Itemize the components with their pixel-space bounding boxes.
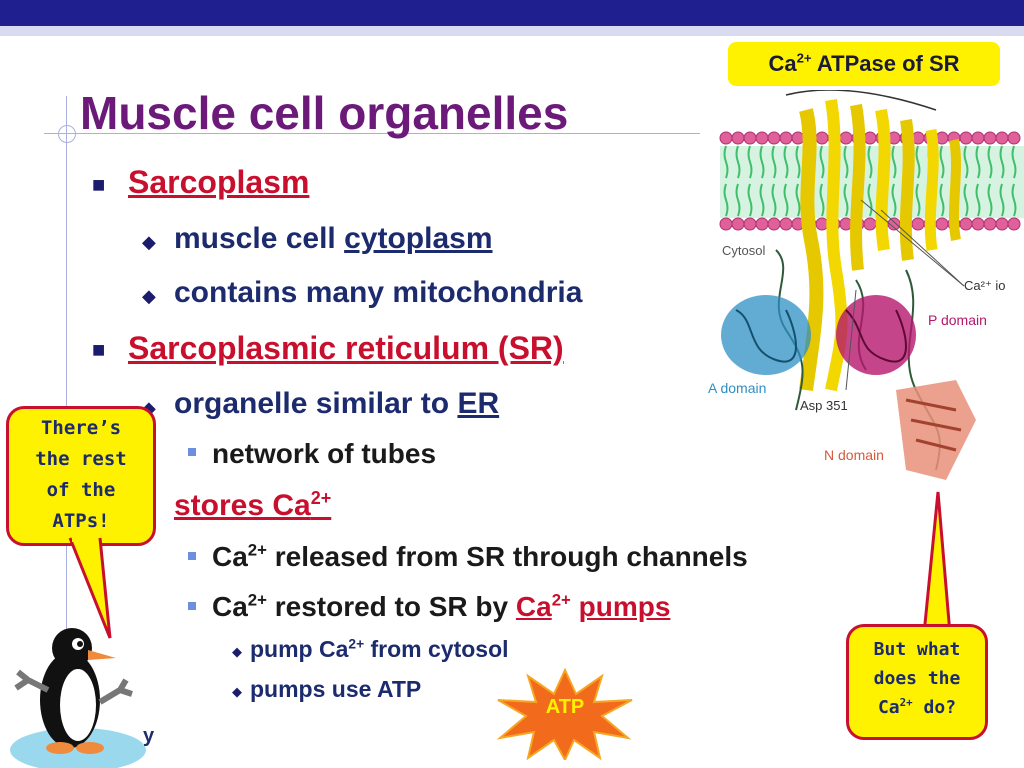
bubble-line: does the: [873, 668, 961, 689]
a-domain-label: A domain: [708, 380, 766, 396]
diamond-bullet-icon: ◆: [142, 232, 156, 252]
speech-bubble-right-tail: [922, 491, 952, 635]
atp-starburst-icon: [496, 668, 633, 760]
membrane-lipid-heads: [719, 131, 1021, 145]
pumps-atp-line: pumps use ATP: [250, 676, 422, 702]
horizontal-guide-line: [44, 133, 700, 134]
guide-circle: [58, 125, 76, 143]
bubble-line: ATPs!: [52, 510, 110, 532]
square-bullet-icon: ■: [92, 337, 106, 362]
atp-label: ATP: [545, 696, 585, 718]
diamond-bullet-icon: ◆: [232, 644, 242, 659]
penguin-mascot-icon: [10, 628, 146, 768]
network-line: network of tubes: [212, 438, 437, 469]
ca-atpase-figure: Cytosol Ca²⁺ io P domain A domain Asp 35…: [708, 90, 1024, 480]
ca-ion-label: Ca²⁺ io: [964, 278, 1006, 293]
figure-tag: Ca2+ ATPase of SR: [728, 42, 1000, 86]
bubble-line: Ca2+ do?: [877, 696, 957, 718]
n-domain: [896, 380, 976, 480]
mitochondria-line: contains many mitochondria: [174, 276, 583, 309]
membrane-lipid-heads-bottom: [719, 217, 1021, 231]
p-domain: [836, 295, 916, 375]
sr-heading: Sarcoplasmic reticulum (SR): [128, 330, 564, 366]
n-domain-label: N domain: [824, 447, 884, 463]
square-bullet-icon: [188, 552, 196, 560]
restored-line: Ca2+ restored to SR by Ca2+ pumps: [212, 590, 671, 622]
footer-text: y: [143, 725, 155, 747]
a-domain: [721, 295, 811, 375]
square-bullet-icon: [188, 602, 196, 610]
cytosol-label: Cytosol: [722, 243, 765, 258]
ca-ion-pointer-lines: [845, 199, 965, 391]
stores-line: stores Ca2+: [174, 488, 332, 522]
diamond-bullet-icon: ◆: [142, 286, 156, 306]
top-bar: [0, 0, 1024, 26]
speech-bubble-right: But what does the Ca2+ do?: [846, 624, 988, 740]
square-bullet-icon: ■: [92, 172, 106, 197]
speech-bubble-left: There’s the rest of the ATPs!: [6, 406, 156, 546]
vertical-guide-line: [66, 96, 67, 706]
bubble-line: There’s: [40, 417, 122, 439]
top-bar-stripe: [0, 26, 1024, 36]
slide-title: Muscle cell organelles: [80, 87, 569, 139]
organelle-line: organelle similar to ER: [174, 387, 500, 420]
bubble-line: But what: [873, 639, 961, 660]
p-domain-label: P domain: [928, 312, 987, 328]
cytoplasm-line: muscle cell cytoplasm: [174, 222, 493, 255]
membrane-lipid-tails: [720, 145, 1024, 218]
bubble-line: the rest: [35, 448, 127, 470]
diamond-bullet-icon: ◆: [232, 684, 242, 699]
asp-351-label: Asp 351: [800, 398, 848, 413]
square-bullet-icon: [188, 448, 196, 456]
pump-from-line: pump Ca2+ from cytosol: [250, 636, 509, 662]
bubble-line: of the: [46, 479, 116, 501]
sarcoplasm-heading: Sarcoplasm: [128, 164, 310, 200]
speech-bubble-left-tail: [68, 530, 112, 639]
released-line: Ca2+ released from SR through channels: [212, 540, 748, 572]
